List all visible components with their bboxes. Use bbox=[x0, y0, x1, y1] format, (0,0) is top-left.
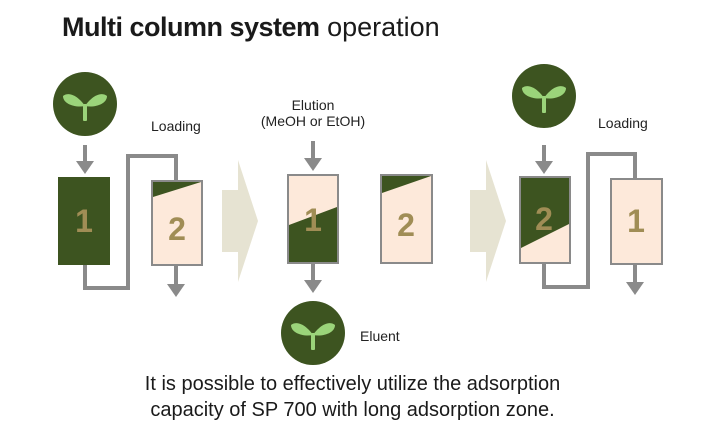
eluent-arrow bbox=[304, 264, 322, 293]
title-normal: operation bbox=[327, 12, 440, 42]
stage-2 bbox=[281, 141, 433, 365]
title-bold: Multi column system bbox=[62, 12, 320, 42]
elution-label-line2: (MeOH or EtOH) bbox=[260, 113, 366, 129]
column-number: 2 bbox=[535, 201, 553, 237]
column-1-saturated bbox=[58, 177, 110, 265]
column-number: 1 bbox=[75, 203, 93, 239]
connecting-pipe bbox=[542, 152, 637, 289]
seedling-icon bbox=[53, 72, 117, 136]
caption: It is possible to effectively utilize th… bbox=[0, 371, 705, 423]
column-number: 2 bbox=[397, 207, 415, 243]
loading-label-right: Loading bbox=[598, 115, 648, 131]
feed-arrow bbox=[76, 145, 94, 174]
stage-3 bbox=[512, 64, 663, 295]
eluent-label: Eluent bbox=[360, 328, 400, 344]
connecting-pipe bbox=[83, 154, 178, 290]
stage-arrow-2 bbox=[470, 160, 506, 282]
elution-arrow bbox=[304, 141, 322, 171]
column-2-standby bbox=[380, 174, 433, 264]
elution-label-line1: Elution bbox=[291, 97, 335, 113]
column-1-eluting bbox=[287, 174, 339, 264]
feed-arrow bbox=[535, 145, 553, 174]
column-number: 2 bbox=[168, 211, 186, 247]
column-number: 1 bbox=[627, 203, 645, 239]
page-title: Multi column system operation bbox=[62, 12, 440, 43]
seedling-icon bbox=[512, 64, 576, 128]
stage-arrow-1 bbox=[222, 160, 258, 282]
elution-label: Elution (MeOH or EtOH) bbox=[254, 97, 372, 129]
eluent-seedling-icon bbox=[281, 301, 345, 365]
column-2-loading bbox=[151, 180, 203, 266]
caption-line-2: capacity of SP 700 with long adsorption … bbox=[150, 399, 555, 421]
column-1-fresh bbox=[610, 178, 663, 265]
outlet-arrow bbox=[167, 266, 185, 297]
loading-label-left: Loading bbox=[151, 118, 201, 134]
column-number: 1 bbox=[304, 202, 322, 238]
column-2-saturating bbox=[519, 176, 571, 264]
outlet-arrow bbox=[626, 265, 644, 295]
stage-1 bbox=[53, 72, 203, 297]
caption-line-1: It is possible to effectively utilize th… bbox=[144, 373, 561, 395]
